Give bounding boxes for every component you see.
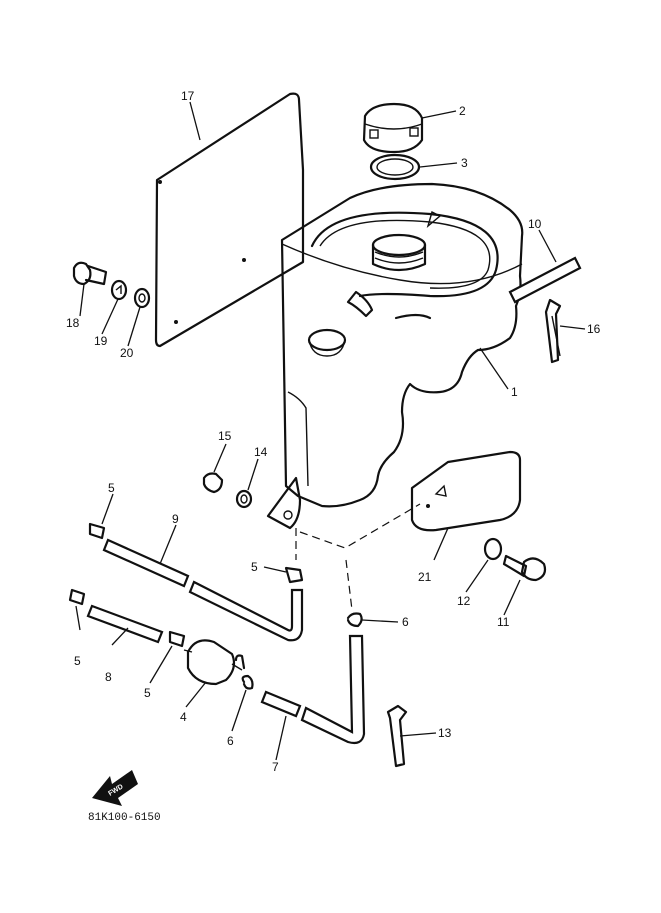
grommet-part-15: [202, 472, 224, 494]
callout-9: 9: [172, 512, 179, 526]
assembly-line-bracket: [299, 503, 421, 549]
callout-16: 16: [587, 322, 601, 336]
hose-bent-upper: [188, 580, 304, 642]
assembly-line-vertical: [295, 528, 353, 611]
side-panel-part-17: [154, 92, 305, 348]
callout-7: 7: [272, 760, 279, 774]
callout-20: 20: [120, 346, 134, 360]
callout-19: 19: [94, 334, 108, 348]
gasket-part-3: [369, 153, 421, 181]
hose-part-7: [260, 634, 366, 745]
callout-10: 10: [528, 217, 542, 231]
washer-part-12: [483, 537, 503, 561]
hose-part-9: [102, 538, 190, 588]
callout-1: 1: [511, 385, 518, 399]
washer-part-14: [235, 489, 253, 509]
bolt-part-11: [502, 554, 547, 582]
callout-3: 3: [461, 156, 468, 170]
clamp-part-5-c: [68, 588, 86, 606]
callout-labels: 17 2 3 10 16 1 18 19 20 15 14 5 9 5 5 8 …: [66, 89, 601, 774]
fuel-tank-part-1: [266, 182, 524, 530]
clip-part-6-a: [241, 674, 254, 690]
callout-8: 8: [105, 670, 112, 684]
drawing-code: 81K100-6150: [88, 812, 161, 824]
clip-part-13: [386, 704, 408, 768]
callout-5-a: 5: [108, 481, 115, 495]
leader-lines: [75, 101, 586, 761]
bolt-part-18: [72, 261, 108, 286]
callout-5-b: 5: [251, 560, 258, 574]
callout-14: 14: [254, 445, 268, 459]
clip-part-6-b: [346, 612, 363, 628]
hose-part-10: [508, 256, 582, 304]
callout-2: 2: [459, 104, 466, 118]
fuel-filter-part-4: [183, 639, 246, 686]
callout-6-a: 6: [227, 734, 234, 748]
bracket-part-21: [410, 450, 522, 532]
callout-21: 21: [418, 570, 432, 584]
callout-12: 12: [457, 594, 471, 608]
callout-4: 4: [180, 710, 187, 724]
callout-5-d: 5: [144, 686, 151, 700]
callout-15: 15: [218, 429, 232, 443]
washer-part-20: [133, 287, 151, 309]
hose-part-8: [86, 604, 164, 644]
callout-5-c: 5: [74, 654, 81, 668]
callout-11: 11: [497, 615, 510, 629]
washer-part-19: [110, 279, 128, 301]
clamp-part-5-b: [284, 566, 304, 584]
clamp-part-5-a: [88, 522, 106, 540]
clip-part-16: [544, 298, 562, 364]
fwd-arrow-icon: FWD: [92, 770, 138, 806]
clamp-part-5-d: [168, 630, 186, 648]
callout-18: 18: [66, 316, 80, 330]
callout-13: 13: [438, 726, 452, 740]
callout-6-b: 6: [402, 615, 409, 629]
callout-17: 17: [181, 89, 195, 103]
tank-cap-part-2: [362, 102, 424, 154]
